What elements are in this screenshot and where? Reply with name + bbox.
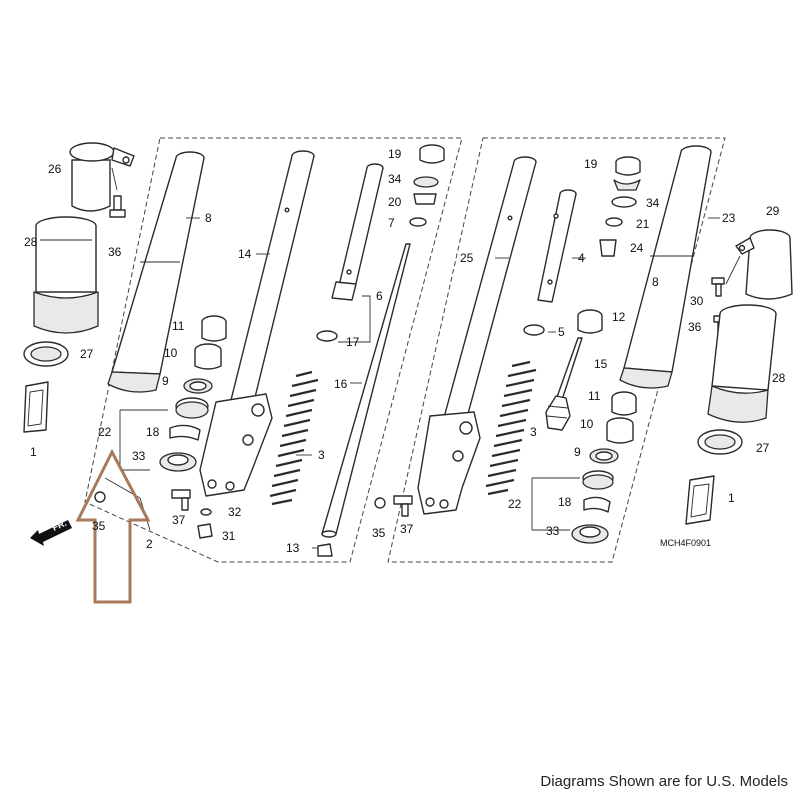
- callout-4: 4: [578, 251, 585, 265]
- callout-21: 21: [636, 217, 650, 231]
- diagram-code: MCH4F0901: [660, 538, 711, 548]
- callout-37-right: 37: [400, 522, 414, 536]
- leader-lines: [104, 217, 741, 549]
- fork-spring-3-left: [269, 370, 319, 506]
- callout-22-right: 22: [508, 497, 522, 511]
- upper-fork-cover-left: [69, 142, 135, 212]
- highlight-arrow: [75, 448, 151, 604]
- callout-5: 5: [558, 325, 565, 339]
- callout-20: 20: [388, 195, 402, 209]
- callout-34-left: 34: [388, 172, 402, 186]
- callout-23: 23: [722, 211, 736, 225]
- callout-37-left: 37: [172, 513, 186, 527]
- axle-bolts-right: [374, 495, 413, 517]
- left-fork-frame: [84, 137, 463, 563]
- callout-29: 29: [766, 204, 780, 218]
- callout-30: 30: [690, 294, 704, 308]
- callout-1-left: 1: [30, 445, 37, 459]
- callout-36-right: 36: [688, 320, 702, 334]
- callout-13: 13: [286, 541, 300, 555]
- guide-ring-27-left: [23, 341, 69, 367]
- oil-seal-assembly-left: [159, 397, 209, 472]
- callout-35-left: 35: [92, 519, 106, 533]
- front-direction-arrow: FR.: [30, 518, 72, 546]
- callout-8-left: 8: [205, 211, 212, 225]
- callout-3-right: 3: [530, 425, 537, 439]
- callout-22-left: 22: [98, 425, 112, 439]
- fork-slider-14: [199, 150, 315, 497]
- callout-35-right: 35: [372, 526, 386, 540]
- right-fork-frame: [387, 137, 726, 563]
- callout-8-right: 8: [652, 275, 659, 289]
- callout-6: 6: [376, 289, 383, 303]
- callout-11-left: 11: [172, 319, 185, 333]
- callout-1-right: 1: [728, 491, 735, 505]
- callout-32: 32: [228, 505, 242, 519]
- fork-piston-rod-16: [317, 243, 411, 557]
- oil-seal-assembly-right: [571, 470, 614, 544]
- callout-19-right: 19: [584, 157, 598, 171]
- reflector-1-left: [23, 381, 49, 433]
- callout-27-right: 27: [756, 441, 770, 455]
- callout-31: 31: [222, 529, 236, 543]
- callout-3-left: 3: [318, 448, 325, 462]
- callout-11-right: 11: [588, 389, 601, 403]
- fork-spring-3-right: [485, 360, 537, 496]
- fork-cap-19-left: [409, 144, 445, 227]
- lower-fork-cover-left: [33, 216, 99, 334]
- callout-27-left: 27: [80, 347, 94, 361]
- bolt-36-left: [109, 167, 126, 218]
- axle-bolts-left: [94, 489, 213, 539]
- callout-25: 25: [460, 251, 474, 265]
- fork-tube-8-left: [107, 151, 205, 393]
- models-caption: Diagrams Shown are for U.S. Models: [540, 773, 788, 790]
- guide-ring-27-right: [697, 429, 743, 455]
- bushings-left: [183, 315, 227, 394]
- lower-fork-cover-right: [707, 304, 777, 423]
- callout-17: 17: [346, 335, 360, 349]
- fork-tube-8-right: [619, 145, 712, 389]
- callout-15: 15: [594, 357, 608, 371]
- callout-7: 7: [388, 216, 395, 230]
- callout-labels: 26 36 28 27 1 8 11 10 9 22 18 33 35 2 37…: [24, 147, 786, 555]
- callout-19-left: 19: [388, 147, 402, 161]
- callout-28-left: 28: [24, 235, 38, 249]
- callout-2: 2: [146, 537, 153, 551]
- callout-14: 14: [238, 247, 252, 261]
- callout-12: 12: [612, 310, 626, 324]
- callout-33-right: 33: [546, 524, 560, 538]
- callout-18-right: 18: [558, 495, 572, 509]
- callout-33-left: 33: [132, 449, 146, 463]
- callout-9-left: 9: [162, 374, 169, 388]
- callout-28-right: 28: [772, 371, 786, 385]
- fork-cap-19-right: [599, 156, 641, 257]
- damper-rod-4: [523, 189, 577, 336]
- callout-24: 24: [630, 241, 644, 255]
- callout-9-right: 9: [574, 445, 581, 459]
- upper-fork-cover-right: [735, 229, 793, 300]
- bushings-right: [577, 309, 637, 464]
- callout-10-right: 10: [580, 417, 594, 431]
- reflector-1-right: [685, 475, 715, 525]
- callout-18-left: 18: [146, 425, 160, 439]
- callout-34-right: 34: [646, 196, 660, 210]
- fork-slider-25: [417, 156, 537, 515]
- callout-26: 26: [48, 162, 62, 176]
- cartridge-15: [545, 337, 583, 431]
- callout-10-left: 10: [164, 346, 178, 360]
- callout-16: 16: [334, 377, 348, 391]
- callout-36-left: 36: [108, 245, 122, 259]
- damper-rod-6: [316, 163, 384, 342]
